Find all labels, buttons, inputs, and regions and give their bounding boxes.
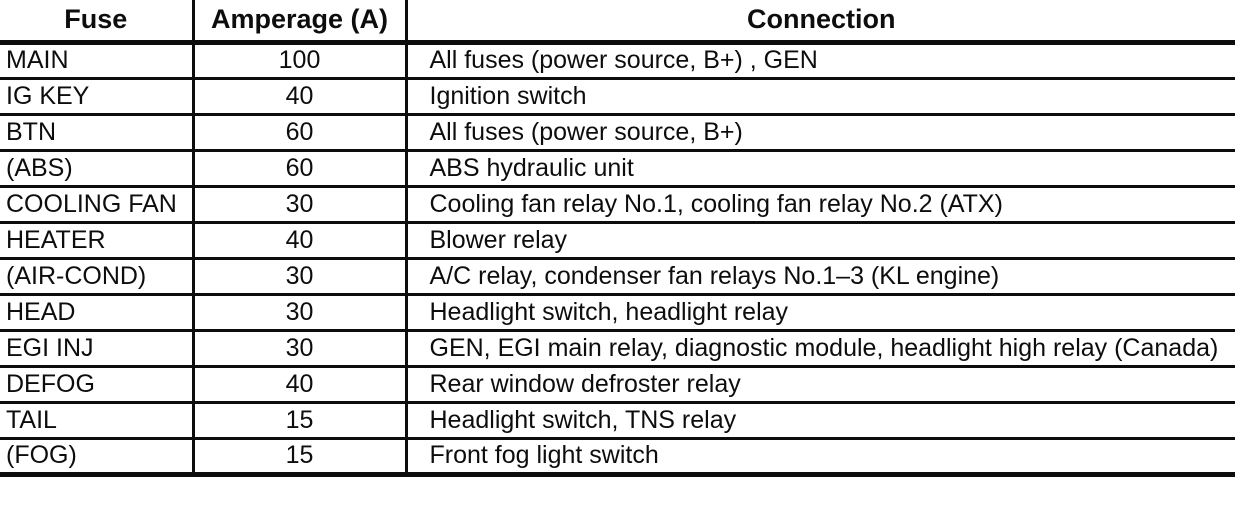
table-row: HEATER 40 Blower relay bbox=[0, 222, 1235, 260]
amperage-cell: 40 bbox=[193, 78, 408, 116]
connection-cell: Headlight switch, TNS relay bbox=[406, 402, 1235, 440]
table-row: IG KEY 40 Ignition switch bbox=[0, 78, 1235, 116]
amperage-cell: 30 bbox=[193, 330, 408, 368]
fuse-table: Fuse Amperage (A) Connection MAIN 100 Al… bbox=[0, 0, 1235, 477]
table-row: (ABS) 60 ABS hydraulic unit bbox=[0, 150, 1235, 188]
fuse-cell: TAIL bbox=[0, 402, 195, 440]
header-row: Fuse Amperage (A) Connection bbox=[0, 0, 1235, 45]
connection-cell: Rear window defroster relay bbox=[406, 366, 1235, 404]
table-row: BTN 60 All fuses (power source, B+) bbox=[0, 114, 1235, 152]
connection-cell: Front fog light switch bbox=[406, 438, 1235, 477]
connection-cell: ABS hydraulic unit bbox=[406, 150, 1235, 188]
fuse-cell: (FOG) bbox=[0, 438, 195, 477]
table-row: (AIR-COND) 30 A/C relay, condenser fan r… bbox=[0, 258, 1235, 296]
amperage-cell: 60 bbox=[193, 150, 408, 188]
amperage-cell: 15 bbox=[193, 438, 408, 477]
amperage-cell: 40 bbox=[193, 222, 408, 260]
connection-cell: All fuses (power source, B+) , GEN bbox=[406, 42, 1235, 80]
table-row: HEAD 30 Headlight switch, headlight rela… bbox=[0, 294, 1235, 332]
connection-cell: Ignition switch bbox=[406, 78, 1235, 116]
table-row: (FOG) 15 Front fog light switch bbox=[0, 438, 1235, 477]
fuse-cell: HEAD bbox=[0, 294, 195, 332]
amperage-cell: 100 bbox=[193, 42, 408, 80]
connection-cell: GEN, EGI main relay, diagnostic module, … bbox=[406, 330, 1235, 368]
fuse-cell: (ABS) bbox=[0, 150, 195, 188]
connection-cell: A/C relay, condenser fan relays No.1–3 (… bbox=[406, 258, 1235, 296]
amperage-cell: 30 bbox=[193, 294, 408, 332]
fuse-cell: HEATER bbox=[0, 222, 195, 260]
table-row: DEFOG 40 Rear window defroster relay bbox=[0, 366, 1235, 404]
fuse-cell: BTN bbox=[0, 114, 195, 152]
fuse-cell: MAIN bbox=[0, 42, 195, 80]
table-row: EGI INJ 30 GEN, EGI main relay, diagnost… bbox=[0, 330, 1235, 368]
fuse-cell: IG KEY bbox=[0, 78, 195, 116]
fuse-cell: COOLING FAN bbox=[0, 186, 195, 224]
column-header-fuse: Fuse bbox=[0, 0, 195, 45]
connection-cell: All fuses (power source, B+) bbox=[406, 114, 1235, 152]
fuse-cell: EGI INJ bbox=[0, 330, 195, 368]
table-row: MAIN 100 All fuses (power source, B+) , … bbox=[0, 42, 1235, 80]
amperage-cell: 15 bbox=[193, 402, 408, 440]
fuse-cell: DEFOG bbox=[0, 366, 195, 404]
amperage-cell: 30 bbox=[193, 258, 408, 296]
table-row: COOLING FAN 30 Cooling fan relay No.1, c… bbox=[0, 186, 1235, 224]
column-header-connection: Connection bbox=[406, 0, 1235, 45]
amperage-cell: 40 bbox=[193, 366, 408, 404]
fuse-cell: (AIR-COND) bbox=[0, 258, 195, 296]
column-header-amperage: Amperage (A) bbox=[193, 0, 408, 45]
connection-cell: Blower relay bbox=[406, 222, 1235, 260]
connection-cell: Cooling fan relay No.1, cooling fan rela… bbox=[406, 186, 1235, 224]
table-row: TAIL 15 Headlight switch, TNS relay bbox=[0, 402, 1235, 440]
amperage-cell: 30 bbox=[193, 186, 408, 224]
amperage-cell: 60 bbox=[193, 114, 408, 152]
connection-cell: Headlight switch, headlight relay bbox=[406, 294, 1235, 332]
